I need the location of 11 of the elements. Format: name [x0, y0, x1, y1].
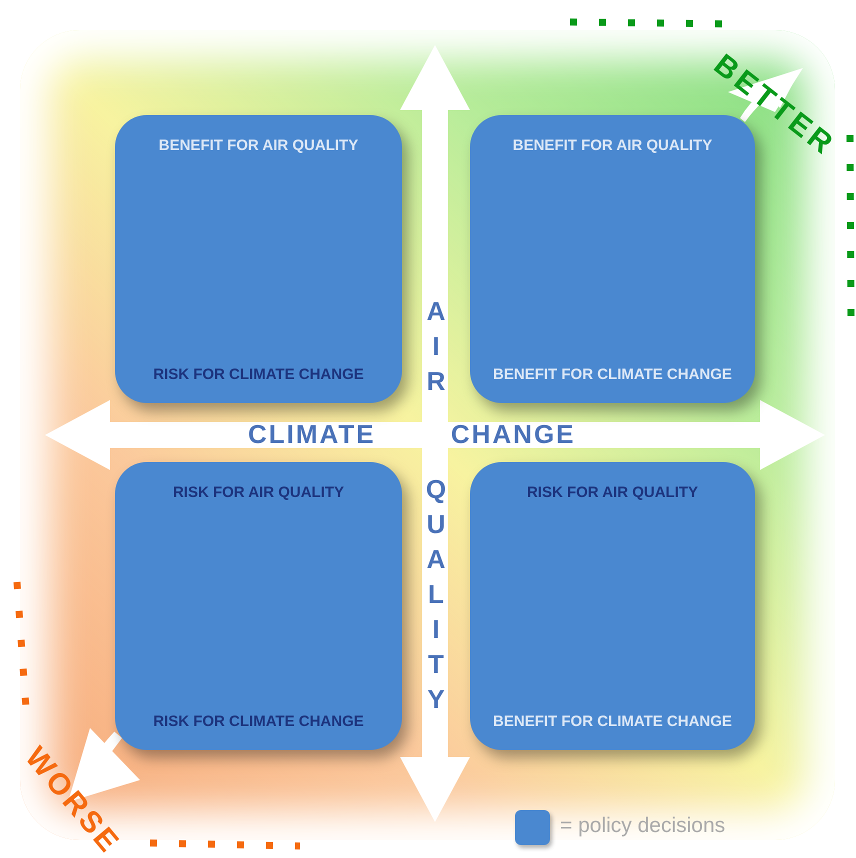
quadrant-label: BENEFIT FOR AIR QUALITY: [512, 137, 714, 154]
quadrant-label: RISK FOR CLIMATE CHANGE: [152, 713, 365, 730]
quadrant-box: [115, 115, 402, 403]
quadrant-label: RISK FOR CLIMATE CHANGE: [152, 366, 365, 383]
quadrant-label: BENEFIT FOR AIR QUALITY: [158, 137, 360, 154]
quadrant-label: RISK FOR AIR QUALITY: [526, 484, 700, 501]
legend-text: = policy decisions: [560, 814, 726, 838]
quadrant-box: [470, 462, 755, 750]
quadrant-label: BENEFIT FOR CLIMATE CHANGE: [492, 366, 733, 383]
quadrant-label: BENEFIT FOR CLIMATE CHANGE: [492, 713, 733, 730]
quadrant-label: RISK FOR AIR QUALITY: [172, 484, 346, 501]
